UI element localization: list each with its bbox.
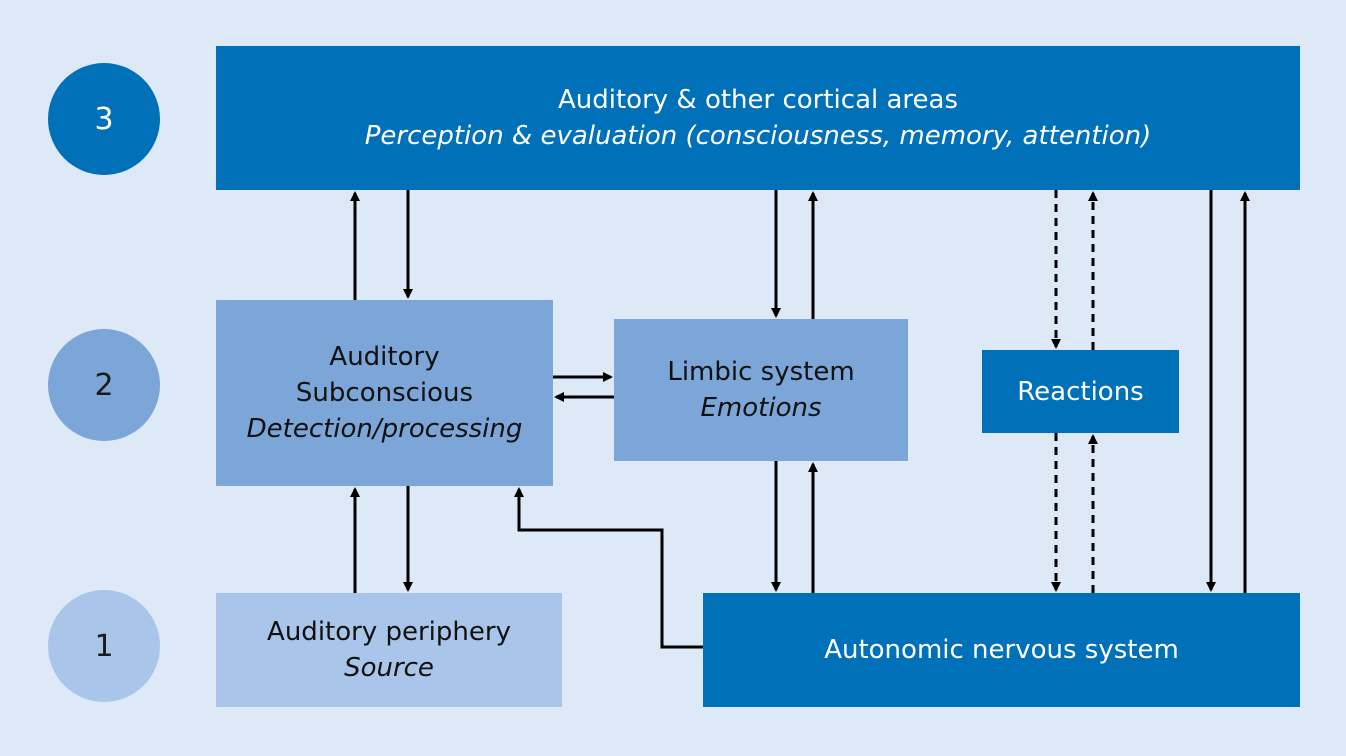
auditory-subconscious-subtitle: Detection/processing — [246, 414, 523, 444]
auditory-periphery-box: Auditory periphery Source — [216, 593, 562, 707]
reactions-box: Reactions — [982, 350, 1179, 433]
cortical-areas-box: Auditory & other cortical areas Percepti… — [216, 46, 1300, 190]
limbic-system-subtitle: Emotions — [700, 393, 822, 423]
autonomic-nervous-system-box: Autonomic nervous system — [703, 593, 1300, 707]
auditory-subconscious-box: Auditory Subconscious Detection/processi… — [216, 300, 553, 486]
auditory-subconscious-line1: Auditory — [329, 342, 440, 372]
level-1-label: 1 — [94, 628, 114, 664]
auditory-subconscious-line2: Subconscious — [295, 378, 474, 408]
level-2-label: 2 — [94, 367, 114, 403]
level-1-circle: 1 — [48, 590, 160, 702]
limbic-system-title: Limbic system — [667, 357, 855, 387]
cortical-areas-title: Auditory & other cortical areas — [557, 85, 959, 115]
limbic-system-box: Limbic system Emotions — [614, 319, 908, 461]
reactions-title: Reactions — [1017, 376, 1144, 407]
cortical-areas-subtitle: Perception & evaluation (consciousness, … — [364, 121, 1152, 151]
auditory-periphery-subtitle: Source — [344, 653, 434, 683]
auditory-periphery-title: Auditory periphery — [267, 617, 511, 647]
level-2-circle: 2 — [48, 329, 160, 441]
level-3-label: 3 — [94, 101, 114, 137]
level-3-circle: 3 — [48, 63, 160, 175]
autonomic-nervous-system-title: Autonomic nervous system — [824, 635, 1179, 665]
arrow-autonomic-to-subconscious — [514, 487, 703, 649]
